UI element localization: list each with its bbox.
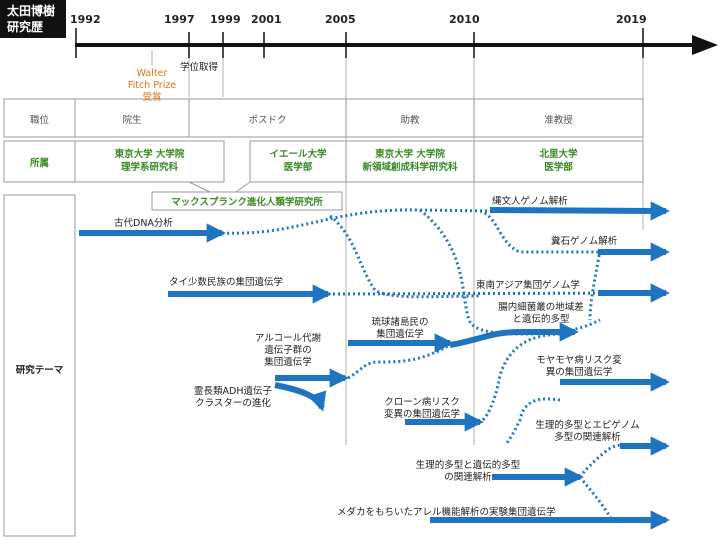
affiliation-tokyo-frontier-line1: 東京大学 大学院 bbox=[375, 149, 445, 160]
theme-row-label: 研究テーマ bbox=[15, 365, 64, 376]
affiliation-row-label: 所属 bbox=[29, 158, 49, 169]
arrow-primate-adh bbox=[274, 382, 327, 412]
affiliation-row bbox=[3, 140, 644, 211]
year-label-2001: 2001 bbox=[251, 13, 282, 26]
arrow-jomon bbox=[489, 201, 670, 221]
year-label-2019: 2019 bbox=[616, 13, 647, 26]
theme-primate-adh-line2: クラスターの進化 bbox=[195, 398, 271, 409]
theme-alcohol-line3: 集団遺伝学 bbox=[264, 357, 312, 368]
theme-primate-adh: 霊長類ADH遺伝子 クラスターの進化 bbox=[178, 386, 288, 410]
affiliation-kitasato: 北里大学 医学部 bbox=[474, 148, 643, 174]
award-line2: Fitch Prize bbox=[127, 80, 177, 91]
title-line2: 研究歴 bbox=[7, 20, 44, 34]
theme-epigenome-line1: 生理的多型とエピゲノム bbox=[535, 420, 640, 431]
award-line3: 受賞 bbox=[142, 92, 162, 103]
affiliation-tokyo-frontier: 東京大学 大学院 新領域創成科学研究科 bbox=[346, 148, 474, 174]
max-planck-callout bbox=[188, 181, 251, 193]
solid-arrows bbox=[79, 201, 670, 530]
theme-tai: タイ少数民族の集団遺伝学 bbox=[169, 277, 284, 288]
theme-label-box bbox=[3, 194, 76, 537]
year-label-1997: 1997 bbox=[164, 13, 195, 26]
degree-event: 学位取得 bbox=[180, 62, 219, 73]
page-title: 太田博樹 研究歴 bbox=[0, 0, 66, 38]
arrow-gut-merge bbox=[449, 322, 579, 348]
affiliation-tokyo-frontier-line2: 新領域創成科学研究科 bbox=[362, 162, 458, 173]
theme-medaka: メダカをもちいたアレル機能解析の実験集団遺伝学 bbox=[337, 507, 556, 518]
theme-gut-line1: 腸内細菌叢の地域差 bbox=[498, 302, 584, 313]
affiliation-yale-line2: 医学部 bbox=[283, 162, 313, 173]
theme-physiological: 生理的多型と遺伝的多型 の関連解析 bbox=[398, 460, 538, 484]
timeline-arrowhead bbox=[692, 35, 718, 55]
theme-primate-adh-line1: 霊長類ADH遺伝子 bbox=[194, 386, 272, 397]
theme-crohn: クローン病リスク 変異の集団遺伝学 bbox=[372, 397, 472, 421]
theme-moyamoya: モヤモヤ病リスク変 異の集団遺伝学 bbox=[524, 355, 634, 379]
affiliation-tokyo-sci-line2: 理学系研究科 bbox=[120, 162, 178, 173]
title-line1: 太田博樹 bbox=[7, 4, 56, 18]
theme-physiological-line2: の関連解析 bbox=[444, 472, 492, 483]
position-row bbox=[3, 98, 644, 138]
affiliation-yale: イエール大学 医学部 bbox=[250, 148, 346, 174]
position-row-label: 職位 bbox=[29, 115, 49, 126]
affiliation-kitasato-line1: 北里大学 bbox=[539, 149, 578, 160]
theme-jomon: 縄文人ゲノム解析 bbox=[492, 196, 568, 207]
year-label-1992: 1992 bbox=[70, 13, 101, 26]
year-label-2005: 2005 bbox=[325, 13, 356, 26]
theme-alcohol: アルコール代謝 遺伝子群の 集団遺伝学 bbox=[238, 333, 338, 369]
theme-gut: 腸内細菌叢の地域差 と遺伝的多型 bbox=[486, 302, 596, 326]
theme-crohn-line2: 変異の集団遺伝学 bbox=[383, 409, 460, 420]
year-label-2010: 2010 bbox=[449, 13, 480, 26]
dotted-connectors bbox=[221, 208, 649, 521]
affiliation-kitasato-line2: 医学部 bbox=[544, 162, 573, 173]
theme-ryukyu-line2: 集団遺伝学 bbox=[376, 329, 424, 340]
theme-physiological-line1: 生理的多型と遺伝的多型 bbox=[415, 460, 521, 471]
affiliation-max-planck: マックスプランク進化人類学研究所 bbox=[171, 197, 323, 208]
theme-ryukyu: 琉球諸島民の 集団遺伝学 bbox=[360, 317, 440, 341]
position-postdoc: ポスドク bbox=[248, 115, 287, 126]
affiliation-tokyo-sci: 東京大学 大学院 理学系研究科 bbox=[75, 148, 224, 174]
theme-epigenome-line2: 多型の関連解析 bbox=[554, 432, 621, 443]
award-event: Walter Fitch Prize 受賞 bbox=[112, 68, 192, 104]
position-grad-student: 院生 bbox=[122, 115, 142, 126]
position-assistant-prof: 助教 bbox=[400, 115, 420, 126]
theme-ancient-dna: 古代DNA分析 bbox=[114, 218, 173, 229]
theme-east-asia: 東南アジア集団ゲノム学 bbox=[476, 280, 580, 291]
year-ticks bbox=[75, 28, 644, 58]
affiliation-yale-line1: イエール大学 bbox=[269, 149, 327, 160]
theme-moyamoya-line2: 異の集団遺伝学 bbox=[545, 367, 613, 378]
affiliation-tokyo-sci-line1: 東京大学 大学院 bbox=[114, 149, 185, 160]
theme-alcohol-line1: アルコール代謝 bbox=[254, 333, 322, 344]
theme-moyamoya-line1: モヤモヤ病リスク変 bbox=[536, 355, 622, 366]
year-label-1999: 1999 bbox=[210, 13, 241, 26]
position-associate-prof: 准教授 bbox=[544, 115, 573, 126]
theme-alcohol-line2: 遺伝子群の bbox=[264, 345, 312, 356]
theme-gut-line2: と遺伝的多型 bbox=[512, 314, 570, 325]
award-line1: Walter bbox=[136, 68, 168, 79]
theme-crohn-line1: クローン病リスク bbox=[384, 397, 460, 408]
theme-epigenome: 生理的多型とエピゲノム 多型の関連解析 bbox=[520, 420, 655, 444]
theme-ryukyu-line1: 琉球諸島民の bbox=[371, 317, 429, 328]
theme-coprolite: 糞石ゲノム解析 bbox=[551, 236, 618, 247]
